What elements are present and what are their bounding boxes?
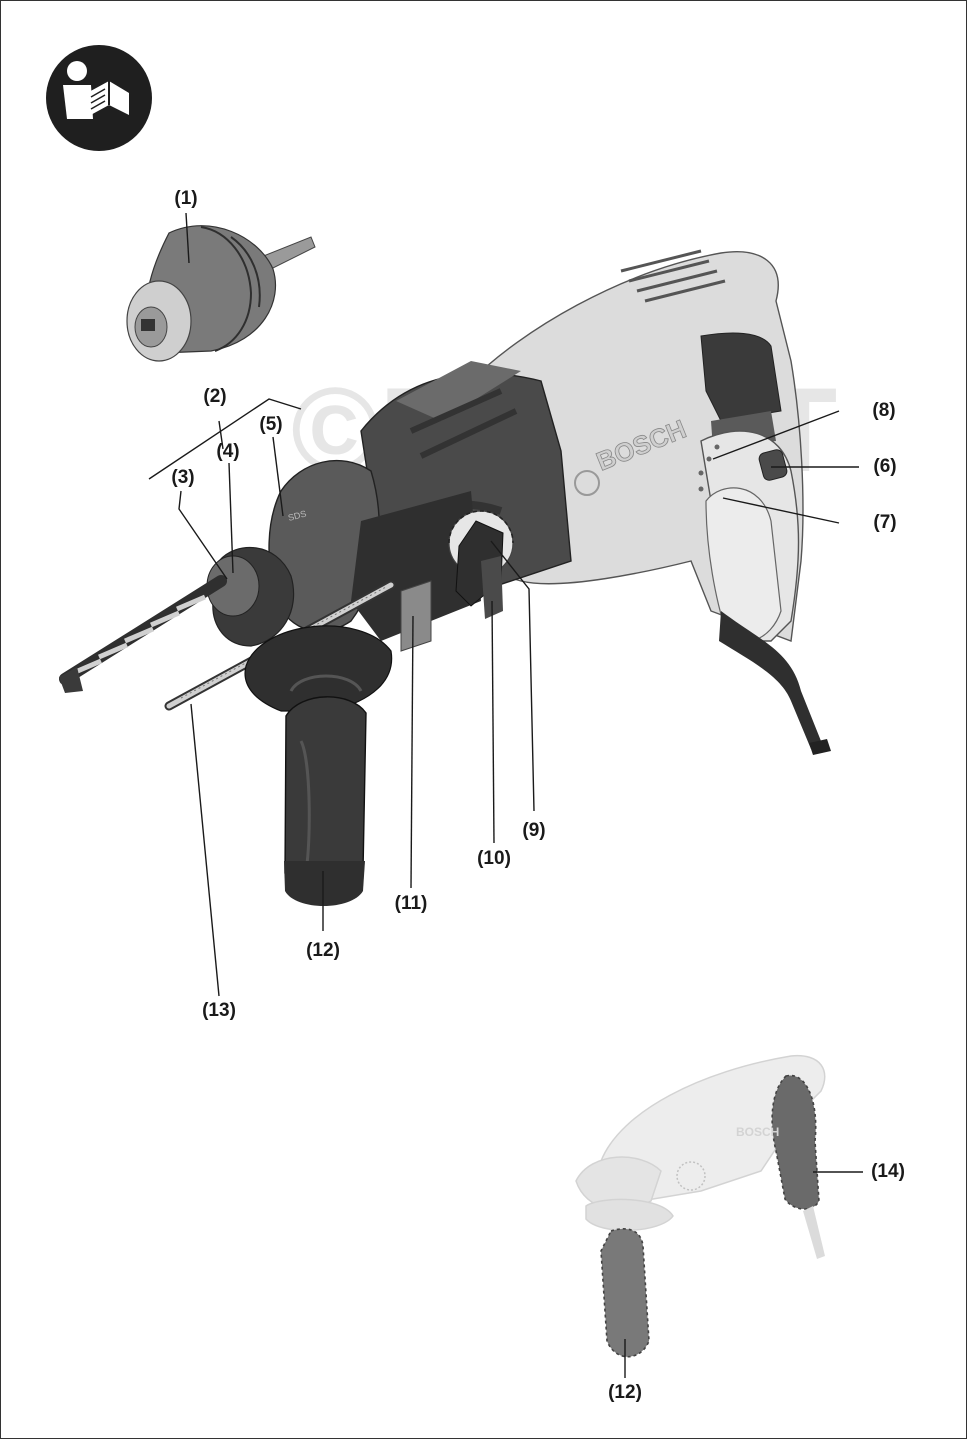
auxiliary-handle [244,625,393,906]
drill-bit [59,575,227,693]
svg-text:BOSCH: BOSCH [736,1125,779,1139]
vent-slots [620,249,726,303]
small-drill-outline: BOSCH [575,1055,826,1358]
label-2: (2) [203,386,227,407]
rotary-hammer-drill: BOSCH SDS [206,249,831,755]
label-12: (12) [306,940,340,961]
label-4: (4) [216,441,240,462]
label-11: (11) [394,893,428,914]
label-3: (3) [171,467,195,488]
svg-text:SDS: SDS [287,508,307,522]
keyless-chuck [126,225,316,362]
leader-lines [148,212,863,1378]
label-6: (6) [873,456,897,477]
label-12b: (12) [608,1382,642,1403]
label-1: (1) [174,188,198,209]
label-5: (5) [259,414,283,435]
label-8: (8) [872,400,896,421]
label-13: (13) [202,1000,236,1021]
label-10: (10) [477,848,511,869]
label-14: (14) [871,1161,905,1182]
label-7: (7) [873,512,897,533]
read-manual-icon [46,45,152,151]
label-9: (9) [522,820,546,841]
